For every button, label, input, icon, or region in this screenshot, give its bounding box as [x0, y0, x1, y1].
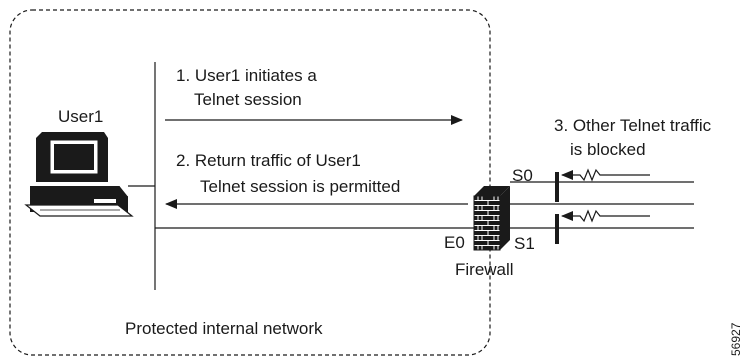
step3-line2: is blocked	[570, 140, 646, 159]
firewall-label: Firewall	[455, 260, 514, 279]
figure-id: 56927	[729, 322, 743, 356]
computer-workstation-icon	[24, 132, 155, 217]
step3-line1: 3. Other Telnet traffic	[554, 116, 712, 135]
block-bar-s0	[555, 172, 559, 202]
step1-line2: Telnet session	[194, 90, 302, 109]
step2-line2: Telnet session is permitted	[200, 177, 400, 196]
blocked-traffic-arrow-s0	[561, 168, 650, 182]
interface-s1-label: S1	[514, 234, 535, 253]
brick-firewall-icon	[473, 186, 510, 251]
block-bar-s1	[555, 214, 559, 244]
step2-line1: 2. Return traffic of User1	[176, 151, 361, 170]
step1-line1: 1. User1 initiates a	[176, 66, 317, 85]
host-label: User1	[58, 107, 103, 126]
protected-network-boundary	[9, 9, 491, 356]
zone-label: Protected internal network	[125, 319, 323, 338]
interface-e0-label: E0	[444, 233, 465, 252]
interface-s0-label: S0	[512, 166, 533, 185]
blocked-traffic-arrow-s1	[561, 209, 650, 223]
